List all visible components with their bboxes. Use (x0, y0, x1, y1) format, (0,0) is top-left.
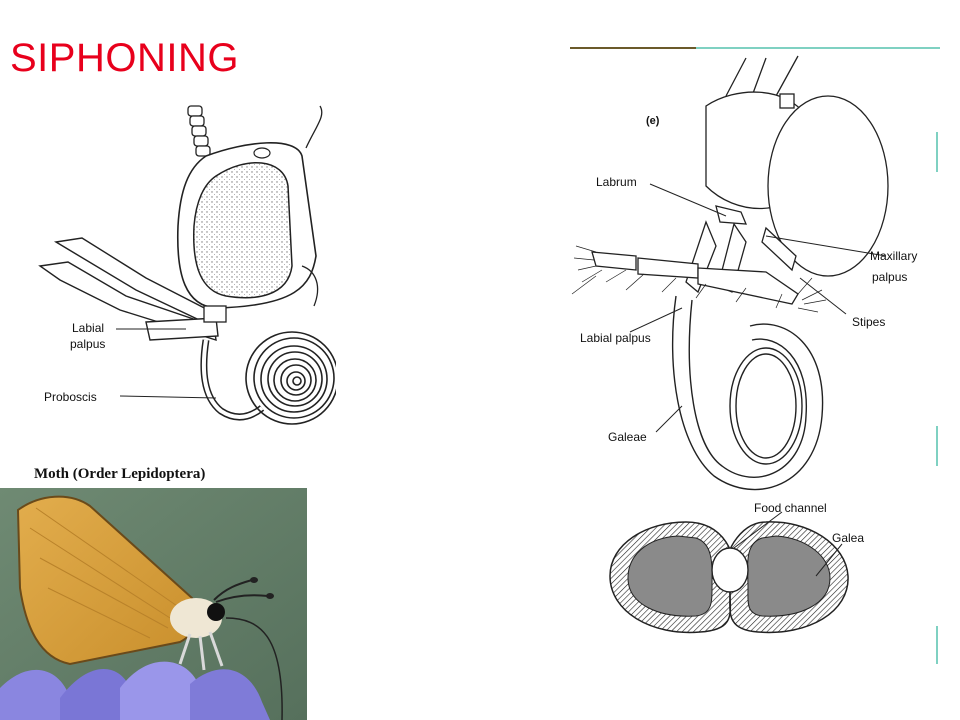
slide-title: SIPHONING (10, 36, 239, 80)
butterfly-proboscis (225, 617, 283, 720)
label-maxillary-palpus-1: Maxillary (870, 249, 917, 263)
compound-eye (192, 161, 293, 299)
food-channel-shape (711, 547, 749, 593)
label-galeae: Galeae (608, 430, 647, 444)
moth-head-diagram: Labial palpus Proboscis (16, 96, 339, 491)
label-galea: Galea (832, 531, 864, 545)
palpus-setae (571, 245, 827, 313)
panel-letter: (e) (646, 115, 660, 127)
siphoning-mouthparts-diagram: (e) Labrum (566, 46, 940, 666)
proboscis-cross-section (609, 521, 849, 634)
butterfly-eye (207, 603, 225, 621)
skipper-butterfly-photo (0, 488, 307, 720)
label-labial-palpus: Labial palpus (580, 331, 651, 345)
flower-petals (0, 661, 270, 720)
label-labrum: Labrum (596, 175, 637, 189)
label-labial-palpus-2: palpus (70, 337, 105, 351)
label-maxillary-palpus-2: palpus (872, 270, 907, 284)
compound-eye-outline (767, 95, 889, 277)
label-proboscis: Proboscis (44, 390, 97, 404)
mouthparts-shape (591, 205, 799, 305)
label-stipes: Stipes (852, 315, 885, 329)
head-outline (705, 55, 889, 277)
galea-coil (671, 295, 824, 491)
label-food-channel: Food channel (754, 501, 827, 515)
moth-caption: Moth (Order Lepidoptera) (34, 466, 206, 482)
proboscis-coil (245, 331, 339, 425)
label-labial-palpus-1: Labial (72, 321, 104, 335)
antenna (187, 105, 211, 157)
